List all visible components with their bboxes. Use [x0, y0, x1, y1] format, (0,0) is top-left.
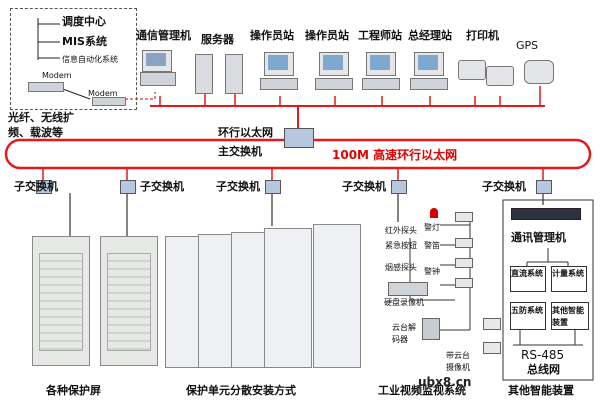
- interlock-system-label: 五防系统: [511, 306, 543, 315]
- comm-manager-icon: [140, 50, 176, 86]
- right-comm-manager-label: 通讯管理机: [511, 231, 566, 244]
- siren-label: 警笛: [424, 241, 440, 250]
- printer-icon-1: [458, 60, 486, 80]
- switchgear-4: [264, 228, 312, 368]
- gm-station-label: 总经理站: [408, 29, 452, 42]
- operator-station-2-label: 操作员站: [305, 29, 349, 42]
- sub-switch-4-label: 子交换机: [342, 180, 386, 193]
- ring-ethernet-label: 环行以太网: [218, 126, 273, 139]
- camera-icon-4: [455, 278, 473, 288]
- sub-switch-3-icon: [265, 180, 281, 194]
- sub-switch-1-icon: [36, 180, 52, 194]
- server-label: 服务器: [201, 33, 234, 46]
- modem-left-label: Modem: [42, 71, 72, 80]
- warning-light-icon: [430, 208, 438, 218]
- protection-cabinet-2: [100, 236, 158, 366]
- watermark: ubx8.cn: [418, 375, 472, 389]
- comm-manager-label: 通信管理机: [136, 29, 191, 42]
- other-smart-device-caption: 其他智能装置: [508, 384, 574, 397]
- alarm-bell-label: 警钟: [424, 267, 440, 276]
- warning-light-label: 警灯: [424, 223, 440, 232]
- sub-switch-2-label: 子交换机: [140, 180, 184, 193]
- sub-switch-1-label: 子交换机: [14, 180, 58, 193]
- sub-switch-5-icon: [536, 180, 552, 194]
- ptz-decoder-icon: [422, 318, 440, 340]
- interlock-system-box: [510, 302, 546, 330]
- operator-station-1-label: 操作员站: [250, 29, 294, 42]
- modem-left-icon: [28, 82, 64, 92]
- metering-system-box: [551, 266, 587, 292]
- fiber-label-1: 光纤、无线扩: [8, 111, 74, 124]
- modem-right-icon: [92, 97, 126, 106]
- switchgear-5: [313, 224, 361, 368]
- engineer-station-label: 工程师站: [358, 29, 402, 42]
- switchgear-3: [231, 232, 265, 368]
- gps-label: GPS: [516, 39, 539, 52]
- camera-icon-3: [455, 258, 473, 268]
- operator-station-1-icon: [260, 52, 300, 92]
- comm-manager-device-icon: [511, 208, 581, 220]
- server-icon-2: [225, 54, 243, 94]
- infrared-probe-label: 红外探头: [385, 226, 417, 235]
- switchgear-1: [165, 236, 199, 368]
- other-device-box: [551, 302, 589, 330]
- camera-icon-6: [483, 342, 501, 354]
- modem-right-label: Modem: [88, 89, 118, 98]
- camera-icon-5: [483, 318, 501, 330]
- dvr-label: 硬盘录像机: [384, 298, 424, 307]
- camera-icon-1: [455, 212, 473, 222]
- main-switch-label: 主交换机: [218, 145, 262, 158]
- metering-system-label: 计量系统: [552, 269, 584, 278]
- dc-system-label: 直流系统: [511, 269, 543, 278]
- dispatch-center-label: 调度中心: [62, 15, 106, 28]
- ring-title: 100M 高速环行以太网: [332, 148, 458, 162]
- engineer-station-icon: [362, 52, 402, 92]
- printer-icon-2: [486, 66, 514, 86]
- sub-switch-3-label: 子交换机: [216, 180, 260, 193]
- video-system-caption: 工业视频监视系统: [378, 384, 466, 397]
- switchgear-2: [198, 234, 232, 368]
- bus-network-label: 总线网: [527, 363, 560, 376]
- mis-system-label: MIS系统: [62, 35, 107, 48]
- distributed-install-caption: 保护单元分散安装方式: [186, 384, 296, 397]
- gps-icon: [524, 60, 554, 84]
- ptz-camera-label: 带云台摄像机: [446, 351, 470, 372]
- other-device-label: 其他智能装置: [552, 306, 584, 327]
- info-automation-label: 信息自动化系统: [62, 55, 118, 64]
- rs485-label: RS-485: [521, 348, 565, 362]
- gm-station-icon: [410, 52, 450, 92]
- protection-screen-caption: 各种保护屏: [46, 384, 101, 397]
- server-icon: [195, 54, 213, 94]
- camera-icon-2: [455, 238, 473, 248]
- printer-label: 打印机: [466, 29, 499, 42]
- fiber-label-2: 频、载波等: [8, 126, 63, 139]
- dvr-icon: [388, 282, 428, 296]
- smoke-probe-label: 烟感探头: [385, 263, 417, 272]
- operator-station-2-icon: [315, 52, 355, 92]
- sub-switch-5-label: 子交换机: [482, 180, 526, 193]
- sub-switch-4-icon: [391, 180, 407, 194]
- remote-dispatch-box: [10, 8, 137, 110]
- dc-system-box: [510, 266, 546, 292]
- emergency-button-label: 紧急按钮: [385, 241, 417, 250]
- main-switch-icon: [284, 128, 314, 148]
- ptz-decoder-label: 云台解码器: [392, 323, 416, 344]
- sub-switch-2-icon: [120, 180, 136, 194]
- protection-cabinet-1: [32, 236, 90, 366]
